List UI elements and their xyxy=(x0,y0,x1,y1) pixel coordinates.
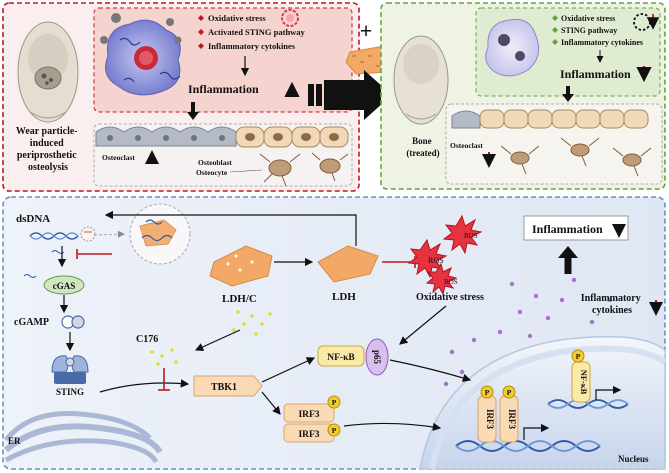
ldh-adsorbs-dsdna-illustration xyxy=(80,203,191,265)
osteoclast-label: Osteoclast xyxy=(102,153,135,162)
c176-molecules-icon xyxy=(150,348,178,366)
list-item: Inflammatory cytokines xyxy=(208,41,296,51)
phosphate-label: P xyxy=(332,398,337,407)
er-label: ER xyxy=(8,436,21,446)
osteocyte-illustration xyxy=(259,152,349,187)
ldh-nanosheet-icon xyxy=(317,245,379,283)
activated-macrophage-illustration xyxy=(100,13,182,96)
nfkb-complex-icon xyxy=(317,345,365,367)
panel-mechanism: Nucleus ER dsDNA cGAS xyxy=(2,196,667,470)
condition-label: Wear particle- induced periprosthetic os… xyxy=(16,126,80,173)
cgamp-molecule-icon xyxy=(61,315,85,329)
treated-effects-list: Oxidative stress STING pathway Inflammat… xyxy=(552,13,660,47)
list-item: Activated STING pathway xyxy=(208,27,306,37)
ros-label: ROS xyxy=(464,232,478,240)
irf3-label: IRF3 xyxy=(485,409,495,429)
osteoclast-row-illustration xyxy=(95,126,237,147)
bone-treated-label: Bone (treated) xyxy=(406,136,439,158)
phosphate-icon xyxy=(480,385,494,399)
ldh-c-nanosheet-icon xyxy=(209,245,273,287)
tbk1-kinase-icon xyxy=(193,375,263,397)
treated-bone-cells-illustration xyxy=(451,109,652,177)
nfkb-label: NF-κB xyxy=(327,353,355,363)
list-item: Oxidative stress xyxy=(561,14,615,23)
upward-arrow-icon xyxy=(558,246,578,258)
inflammation-result-label: Inflammation xyxy=(532,222,603,236)
nfkb-label: NF-κB xyxy=(579,370,589,395)
ros-burst-icons xyxy=(407,214,483,296)
phosphate-label: P xyxy=(507,388,512,397)
irf3-label: IRF3 xyxy=(298,430,319,440)
osteoblast-label: Osteoblast xyxy=(198,158,232,167)
ros-label: ROS xyxy=(428,256,444,265)
p65-subunit-icon xyxy=(365,338,389,376)
cytokine-particles-icon xyxy=(443,277,613,387)
endoplasmic-reticulum-illustration xyxy=(4,411,163,464)
nucleus-label: Nucleus xyxy=(618,454,649,464)
phosphate-icon xyxy=(327,423,341,437)
tbk1-label: TBK1 xyxy=(211,382,237,393)
panel-untreated: Wear particle- induced periprosthetic os… xyxy=(2,2,360,192)
transcription-arrow-icon xyxy=(523,423,550,440)
inflammation-label: Inflammation xyxy=(188,82,259,96)
sting-dimer-icon xyxy=(51,355,89,384)
downstream-arrow-icon xyxy=(562,94,574,102)
irf3-label: IRF3 xyxy=(507,409,517,429)
p65-label: p65 xyxy=(372,350,382,365)
panel-treated: Bone (treated) Oxidative stress STING pa… xyxy=(380,2,666,190)
plus-sign: + xyxy=(360,18,373,43)
osteoblast-row-illustration xyxy=(235,126,349,148)
inflammation-label: Inflammation xyxy=(560,67,631,81)
treated-skull-illustration xyxy=(393,35,449,125)
dsdna-label: dsDNA xyxy=(16,213,50,225)
inflammation-result-box xyxy=(523,215,629,241)
ldh-label: LDH xyxy=(332,291,356,303)
c176-label: C176 xyxy=(136,334,158,345)
cgas-label: cGAS xyxy=(53,281,76,291)
sting-label: STING xyxy=(56,387,84,397)
resting-macrophage-illustration xyxy=(485,18,540,77)
list-item: Oxidative stress xyxy=(208,13,266,23)
osteoclast-label: Osteoclast xyxy=(450,141,483,150)
ldh-c-label: LDH/C xyxy=(222,293,257,305)
cgamp-label: cGAMP xyxy=(14,317,49,328)
list-item: STING pathway xyxy=(561,26,617,35)
skull-osteolysis-illustration xyxy=(17,21,79,123)
list-item: Inflammatory cytokines xyxy=(561,38,643,47)
osteocyte-label: Osteocyte xyxy=(196,168,228,177)
oxidative-stress-label: Oxidative stress xyxy=(416,292,484,303)
released-c176-icon xyxy=(232,310,272,336)
nuclear-nfkb-icon xyxy=(571,361,591,403)
phosphate-label: P xyxy=(485,388,490,397)
ros-label: ROS xyxy=(444,278,458,286)
big-right-arrow-icon xyxy=(324,70,392,120)
phosphate-icon xyxy=(502,385,516,399)
irf3-protein-icon xyxy=(283,403,335,423)
phosphate-label: P xyxy=(332,426,337,435)
transcription-arrow-icon xyxy=(595,385,622,400)
oxidative-stress-icon xyxy=(281,9,299,27)
inflammatory-cytokines-label: Inflammatory cytokines xyxy=(581,293,644,316)
phosphate-icon xyxy=(327,395,341,409)
cgas-enzyme-icon xyxy=(43,275,85,295)
untreated-effects-list: Oxidative stress Activated STING pathway… xyxy=(198,9,306,51)
phosphate-label: P xyxy=(576,352,581,361)
phosphate-icon xyxy=(571,349,585,363)
irf3-label: IRF3 xyxy=(298,410,319,420)
nuclear-dna-icon xyxy=(455,399,629,452)
